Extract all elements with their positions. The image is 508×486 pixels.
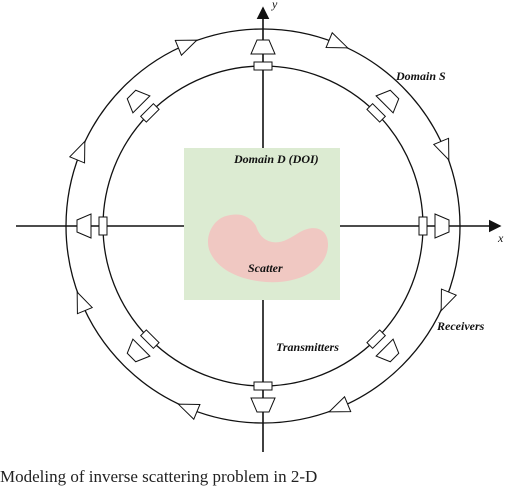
transmitter-icon bbox=[418, 216, 428, 236]
transceiver-8 bbox=[366, 329, 400, 363]
receiver-icon bbox=[76, 290, 94, 315]
transceiver-1 bbox=[418, 213, 450, 239]
receiver-icon bbox=[432, 137, 450, 162]
transmitter-icon bbox=[98, 216, 108, 236]
receiver-icon bbox=[174, 39, 199, 57]
transceiver-4 bbox=[126, 89, 160, 123]
receiver-icon bbox=[375, 89, 400, 114]
transmitter-icon bbox=[139, 329, 160, 350]
domain-s-label: Domain S bbox=[395, 69, 446, 83]
receiver-icon bbox=[327, 395, 352, 413]
receiver-icon bbox=[76, 213, 92, 239]
scatter-object bbox=[207, 214, 329, 283]
x-axis-label: x bbox=[497, 231, 504, 245]
transmitter-icon bbox=[139, 102, 160, 123]
transceiver-3 bbox=[250, 39, 276, 71]
transceiver-group bbox=[68, 31, 458, 421]
receiver-icon bbox=[126, 89, 151, 114]
y-axis-label: y bbox=[271, 0, 278, 11]
receiver-icon bbox=[325, 31, 349, 49]
scatter-label: Scatter bbox=[248, 261, 283, 275]
receiver-icon bbox=[440, 288, 458, 312]
receiver-icon bbox=[375, 338, 400, 363]
transmitter-icon bbox=[366, 329, 387, 350]
receiver-icon bbox=[177, 403, 201, 421]
receiver-icon bbox=[434, 213, 450, 239]
transceiver-2 bbox=[366, 89, 400, 123]
figure-caption: Modeling of inverse scattering problem i… bbox=[0, 467, 318, 486]
receiver-icon bbox=[126, 338, 151, 363]
transmitters-label: Transmitters bbox=[276, 340, 339, 354]
transmitter-icon bbox=[253, 61, 273, 71]
transmitter-icon bbox=[253, 381, 273, 391]
transmitter-icon bbox=[366, 102, 387, 123]
transceiver-5 bbox=[76, 213, 108, 239]
receiver-icon bbox=[250, 39, 276, 55]
receiver-icon bbox=[250, 397, 276, 413]
transceiver-6 bbox=[126, 329, 160, 363]
domain-d-label: Domain D (DOI) bbox=[233, 152, 319, 166]
receiver-icon bbox=[68, 140, 86, 164]
transceiver-7 bbox=[250, 381, 276, 413]
receivers-label: Receivers bbox=[436, 319, 485, 333]
